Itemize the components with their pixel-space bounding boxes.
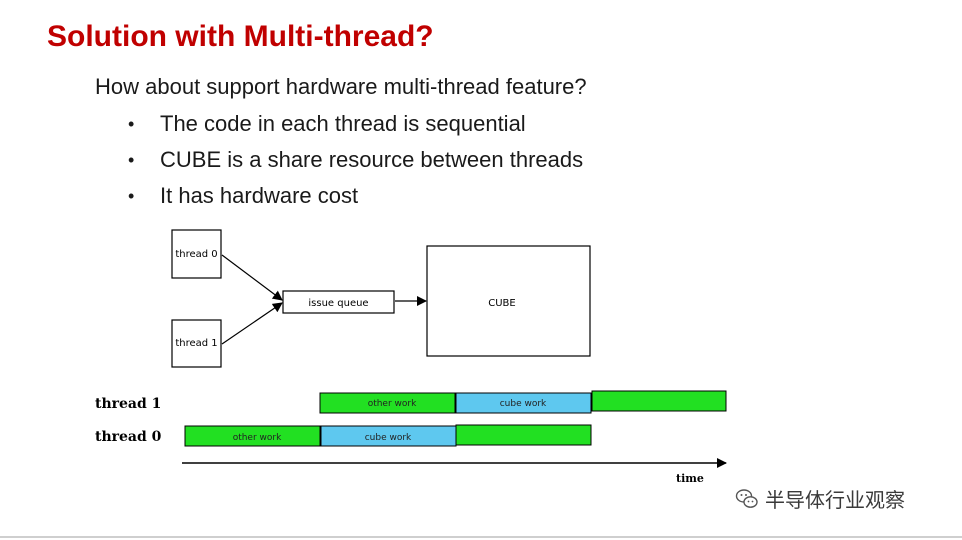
t1-other-work-bar (319, 392, 456, 414)
arrow-thread0-to-queue (221, 254, 283, 301)
t1-cube-work-label: cube work (500, 399, 547, 409)
t1-cube-work-bar (455, 392, 592, 414)
time-axis-label: time (676, 472, 704, 485)
bullet-dot-icon: • (128, 114, 135, 134)
thread0-box (171, 229, 222, 279)
t0-cube-work-label: cube work (365, 433, 412, 443)
bullet-dot-icon: • (128, 186, 135, 206)
page-title: Solution with Multi-thread? (47, 20, 434, 53)
bullet-list: •The code in each thread is sequential •… (128, 111, 583, 219)
lead-question: How about support hardware multi-thread … (95, 74, 587, 99)
bullet-item: •It has hardware cost (128, 183, 359, 208)
bullet-item: •CUBE is a share resource between thread… (128, 147, 584, 172)
t0-other-work-label: other work (233, 433, 282, 443)
t1-other-work-bar-2 (591, 390, 727, 412)
t0-other-work-bar (184, 425, 321, 447)
t1-other-work-label: other work (368, 399, 417, 409)
cube-label: CUBE (488, 298, 515, 309)
wechat-icon (735, 488, 758, 508)
footer-divider (0, 536, 962, 538)
bullet-dot-icon: • (128, 150, 135, 170)
watermark: 半导体行业观察 (735, 484, 905, 513)
timeline-thread1-label: thread 1 (95, 396, 161, 412)
thread1-box-label: thread 1 (175, 338, 217, 349)
arrow-thread1-to-queue (221, 302, 283, 345)
timeline-thread0-label: thread 0 (95, 429, 162, 445)
thread0-box-label: thread 0 (175, 249, 217, 260)
issue-queue-box (282, 290, 395, 314)
watermark-text: 半导体行业观察 (765, 488, 905, 512)
t0-other-work-bar-2 (455, 424, 592, 446)
thread1-box (171, 319, 222, 368)
issue-queue-label: issue queue (308, 298, 368, 309)
cube-box (426, 245, 591, 357)
bullet-item: •The code in each thread is sequential (128, 111, 526, 136)
